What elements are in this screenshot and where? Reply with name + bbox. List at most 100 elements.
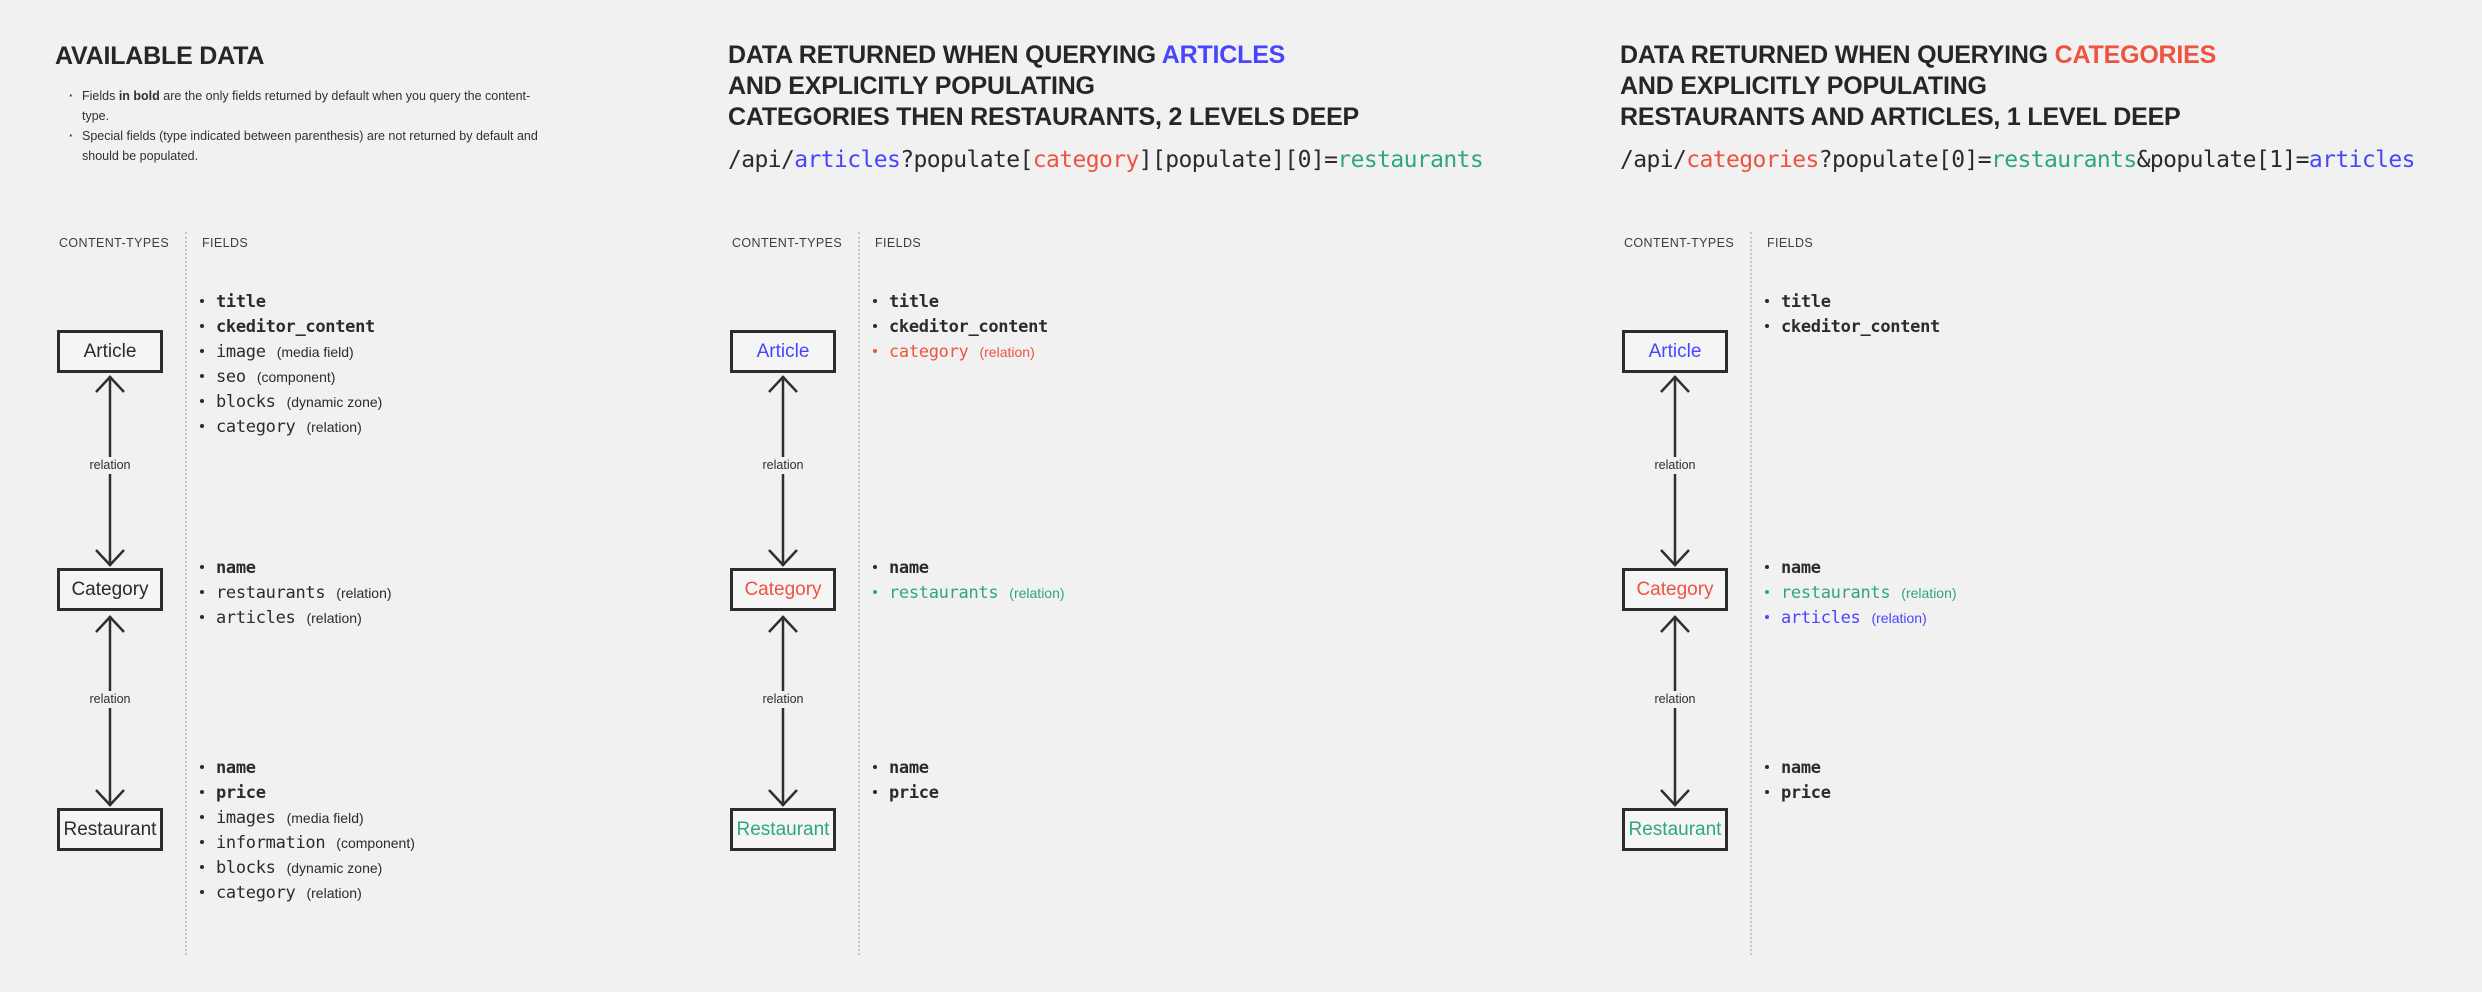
bullet-icon [1765, 764, 1769, 769]
code-segment: ?populate[ [900, 147, 1033, 173]
field-row: title [200, 290, 382, 315]
content-types-label: CONTENT-TYPES [1624, 236, 1735, 250]
bullet-icon [873, 348, 877, 353]
field-name: seo [216, 367, 246, 387]
field-row: seo(component) [200, 365, 382, 390]
code-segment: restaurants [1337, 147, 1484, 173]
content-type-node: Article [57, 330, 163, 373]
field-row: restaurants (relation) [200, 581, 392, 606]
note-item: Fields in bold are the only fields retur… [68, 86, 550, 126]
arrow-head-down-icon [95, 549, 125, 567]
field-groups-layer: title ckeditor_content image(media field… [55, 228, 705, 958]
field-row: name [873, 556, 1065, 581]
field-type: (component) [336, 835, 415, 851]
field-row: title [1765, 290, 1940, 315]
field-name: category [216, 417, 296, 437]
bullet-icon [200, 423, 204, 428]
bullet-icon [200, 839, 204, 844]
relation-label: relation [753, 457, 813, 474]
field-type: (relation) [306, 610, 362, 626]
field-row: category(relation) [200, 881, 415, 906]
heading-highlight: ARTICLES [1161, 41, 1286, 69]
field-type: (relation) [979, 344, 1035, 360]
field-name: title [889, 292, 939, 312]
nodes-layer: Article Category Restaurant [728, 228, 1608, 958]
field-name: title [1781, 292, 1831, 312]
section-available-data: AVAILABLE DATA Fields in bold are the on… [55, 0, 705, 992]
content-types-label: CONTENT-TYPES [59, 236, 170, 250]
field-name: category [889, 342, 969, 362]
field-name: restaurants [1781, 583, 1891, 603]
content-type-node: Restaurant [57, 808, 163, 851]
bullet-icon [200, 864, 204, 869]
field-groups-layer: title ckeditor_content category (relation… [728, 228, 1608, 958]
field-group: name restaurants(relation) articles(rela… [1765, 556, 1957, 631]
content-type-name: Category [744, 578, 822, 600]
arrow-head-up-icon [1660, 375, 1690, 393]
field-group: name price images(media field) informati… [200, 756, 415, 906]
code-segment: category [1032, 147, 1140, 173]
bullet-icon [200, 373, 204, 378]
bullet-icon [200, 348, 204, 353]
field-row: blocks (dynamic zone) [200, 856, 415, 881]
field-rows: name price [873, 756, 939, 806]
api-url-code: /api/articles?populate[category][populat… [728, 147, 1484, 173]
content-type-name: Restaurant [63, 818, 157, 840]
bullet-icon [200, 323, 204, 328]
note-item: Special fields (type indicated between p… [68, 126, 550, 166]
field-name: name [1781, 558, 1821, 578]
field-type: (dynamic zone) [286, 860, 383, 876]
field-name: name [889, 758, 929, 778]
field-name: title [216, 292, 266, 312]
field-name: articles [1781, 608, 1861, 628]
field-name: price [889, 783, 939, 803]
diagram-query-categories: CONTENT-TYPES FIELDS relation relation A… [1620, 228, 2480, 958]
heading-line: AND EXPLICITLY POPULATING [1620, 72, 1987, 100]
notes-list: Fields in bold are the only fields retur… [68, 86, 550, 166]
column-separator [1750, 232, 1752, 955]
field-row: information(component) [200, 831, 415, 856]
field-group: title ckeditor_content category (relation… [873, 290, 1048, 365]
field-name: price [216, 783, 266, 803]
content-type-name: Article [83, 340, 137, 362]
field-name: name [216, 558, 256, 578]
field-row: name [200, 756, 415, 781]
field-name: articles [216, 608, 296, 628]
heading-highlight: CATEGORIES [2054, 41, 2217, 69]
content-type-node: Category [1622, 568, 1728, 611]
bullet-icon [1765, 589, 1769, 594]
bullet-icon [1765, 614, 1769, 619]
heading-text: DATA RETURNED WHEN QUERYING [1620, 41, 2055, 69]
note-text-bold: in bold [118, 89, 160, 103]
field-group: title ckeditor_content [1765, 290, 1940, 340]
arrow-head-down-icon [768, 549, 798, 567]
field-group: title ckeditor_content image(media field… [200, 290, 382, 440]
field-name: blocks [216, 858, 276, 878]
bullet-icon [1765, 564, 1769, 569]
bullet-icon [200, 298, 204, 303]
field-name: ckeditor_content [889, 317, 1048, 337]
section-query-categories: DATA RETURNED WHEN QUERYING CATEGORIES A… [1620, 0, 2480, 992]
field-group: name restaurants (relation) articles (rela… [200, 556, 392, 631]
section-title: AVAILABLE DATA [55, 42, 265, 70]
bullet-icon [200, 614, 204, 619]
content-type-node: Category [57, 568, 163, 611]
content-type-node: Article [730, 330, 836, 373]
content-type-name: Article [756, 340, 810, 362]
code-segment: ][populate][0]= [1138, 147, 1338, 173]
bullet-icon [200, 814, 204, 819]
field-rows: name price [1765, 756, 1831, 806]
field-name: price [1781, 783, 1831, 803]
field-name: restaurants [216, 583, 326, 603]
fields-label: FIELDS [202, 236, 249, 250]
field-name: category [216, 883, 296, 903]
column-separator [858, 232, 860, 955]
bullet-icon [200, 398, 204, 403]
field-name: ckeditor_content [1781, 317, 1940, 337]
code-segment: articles [2308, 147, 2416, 173]
field-row: category(relation) [200, 415, 382, 440]
field-type: (relation) [336, 585, 392, 601]
field-rows: name restaurants (relation) articles (rela… [200, 556, 392, 631]
diagram-available-data: CONTENT-TYPES FIELDS relation relation A… [55, 228, 705, 958]
